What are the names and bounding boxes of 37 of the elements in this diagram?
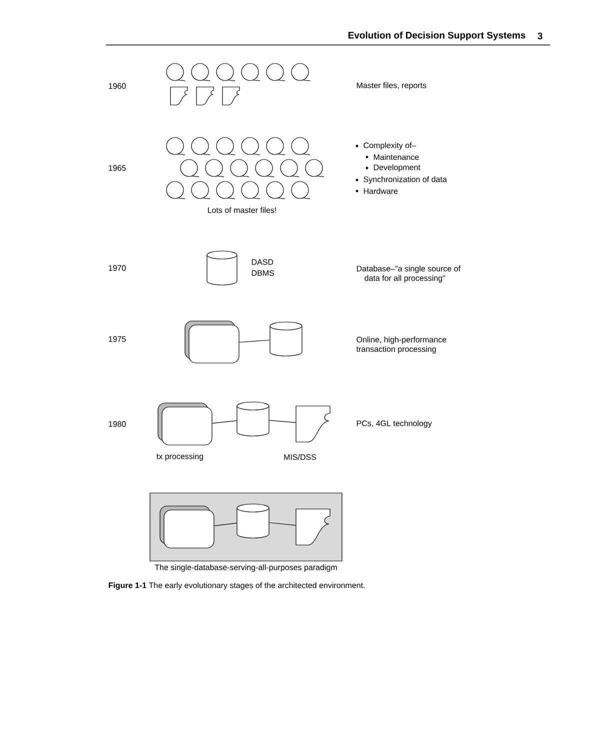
- node-label: DBMS: [252, 270, 274, 276]
- cylinder: [236, 402, 270, 436]
- page-header: Evolution of Decision Support Systems: [348, 32, 526, 40]
- terminal-box: [158, 402, 212, 446]
- connector-line: [269, 420, 296, 423]
- node-label: tx processing: [156, 453, 204, 461]
- bullet-item: Development: [374, 164, 420, 172]
- text-label: 1960: [108, 83, 126, 89]
- text-label: 1970: [108, 265, 126, 271]
- connector-line: [239, 340, 270, 343]
- text-label: PCs, 4GL technology: [356, 420, 432, 428]
- figure-caption: Figure 1-1 The early evolutionary stages of the architected environment.: [108, 582, 365, 590]
- connector-line: [212, 420, 237, 424]
- cylinder: [206, 250, 238, 286]
- text-label: Master files, reports: [356, 82, 426, 90]
- node-label: MIS/DSS: [284, 454, 316, 460]
- node-label: The single-database-serving-all-purposes paradigm: [154, 564, 337, 572]
- text-label: Online, high-performance transaction processing: [356, 336, 446, 354]
- page-header: 3: [538, 32, 542, 40]
- text-label: 1975: [108, 336, 126, 342]
- text-label: 1980: [108, 421, 126, 427]
- terminal-box: [184, 320, 240, 364]
- bullet-item: Hardware: [364, 188, 398, 194]
- cylinder: [270, 322, 302, 356]
- text-label: Database–"a single source of data for all processing": [356, 266, 461, 282]
- bullet-item: Maintenance: [374, 154, 419, 160]
- cylinder: [236, 504, 270, 538]
- text-label: Lots of master files!: [208, 207, 276, 213]
- node-label: DASD: [252, 259, 274, 265]
- text-label: 1965: [108, 165, 126, 171]
- bullet-item: Complexity of–: [364, 142, 416, 150]
- connector-line: [269, 522, 296, 526]
- document-shape: [296, 406, 330, 442]
- connector-line: [214, 522, 237, 526]
- document-shape: [296, 508, 330, 546]
- bullet-item: Synchronization of data: [364, 176, 447, 184]
- terminal-box: [160, 506, 214, 548]
